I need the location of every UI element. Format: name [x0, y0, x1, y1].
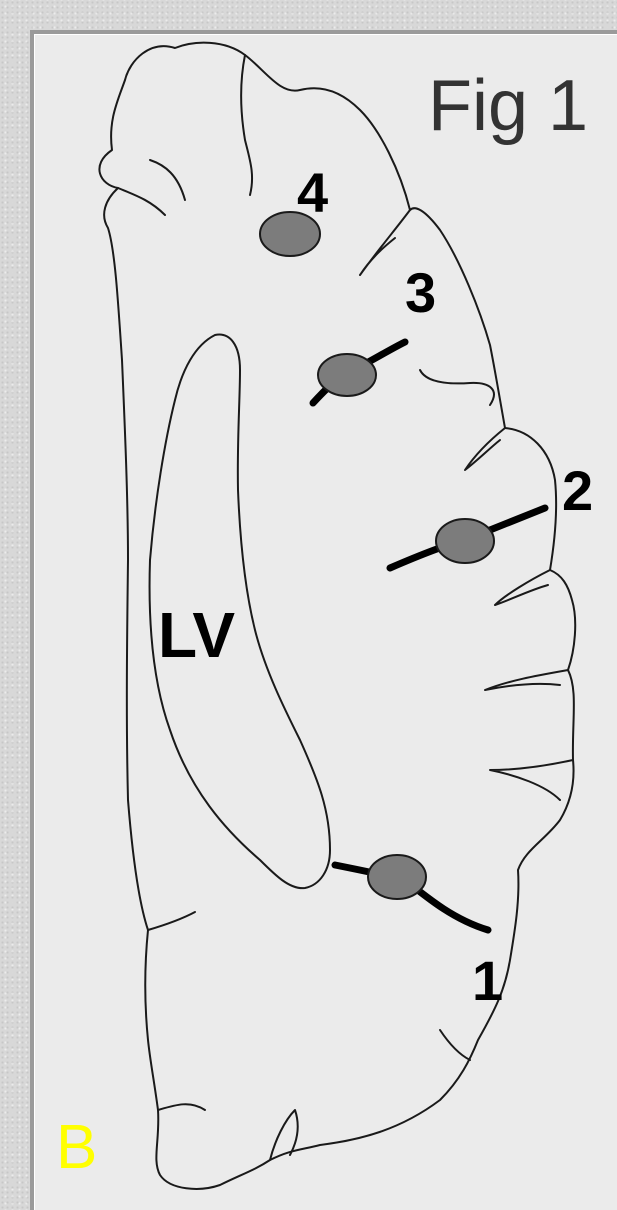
sulcus-near-site-3	[360, 210, 410, 275]
panel-letter: B	[56, 1113, 97, 1182]
left-fold-lower	[148, 912, 195, 930]
right-fold-2	[485, 670, 568, 690]
right-fold-1	[420, 370, 494, 405]
figure-title: Fig 1	[428, 66, 588, 146]
sulcus-near-site-2-upper	[465, 428, 505, 470]
recording-site-3	[318, 354, 376, 396]
right-fold-4	[495, 570, 550, 605]
site-label-2: 2	[562, 459, 593, 522]
site-label-3: 3	[405, 261, 436, 324]
right-fold-3	[490, 760, 573, 800]
bottom-fold-1	[270, 1110, 298, 1160]
central-sulcus	[241, 55, 252, 195]
recording-site-2	[436, 519, 494, 563]
recording-site-1	[368, 855, 426, 899]
upper-sulcus	[150, 160, 185, 200]
bottom-fold-2	[158, 1104, 205, 1110]
lateral-ventricle-label: LV	[158, 599, 235, 671]
site-label-1: 1	[472, 949, 503, 1012]
sulcus-near-site-1	[440, 1030, 470, 1060]
site-label-4: 4	[297, 161, 328, 224]
upper-left-fold	[118, 188, 165, 215]
